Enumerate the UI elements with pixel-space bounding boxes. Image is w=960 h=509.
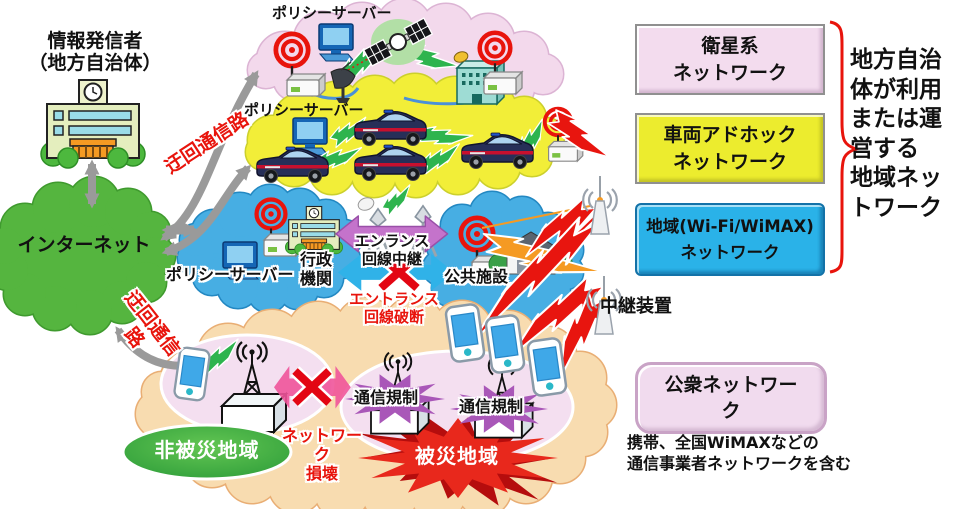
public-facility-label: 公共施設 bbox=[444, 267, 509, 286]
legend-satellite-network: 衛星系 ネットワーク bbox=[635, 24, 825, 95]
smartphone-icon bbox=[483, 313, 527, 375]
gov-agency-label: 行政 機関 bbox=[299, 250, 332, 288]
non-disaster-ellipse bbox=[121, 423, 293, 481]
legend-public-network: 公衆ネットワー ク bbox=[635, 362, 827, 434]
regulation-label-1: 通信規制 bbox=[354, 388, 419, 407]
satellite-dish-icon bbox=[330, 61, 356, 103]
regulation-label-2: 通信規制 bbox=[459, 397, 524, 416]
policy-server-regional-label: ポリシーサーバー bbox=[166, 265, 294, 284]
policy-server-vehicle-label: ポリシーサーバー bbox=[244, 101, 364, 119]
network-damage-label: ネットワーク 損壊 bbox=[281, 426, 362, 483]
x-mark-icon bbox=[376, 251, 422, 293]
smartphone-icon bbox=[443, 302, 487, 364]
relay-antenna-icon bbox=[582, 174, 618, 236]
public-network-note: 携帯、全国WiMAXなどの 通信事業者ネットワークを含む bbox=[627, 433, 852, 473]
legend-brace bbox=[829, 20, 861, 274]
satellite-cloud-icons bbox=[276, 17, 523, 106]
satellite-icon bbox=[362, 17, 434, 67]
internet-label: インターネット bbox=[17, 234, 151, 256]
legend-regional-network: 地域(Wi-Fi/WiMAX) ネットワーク bbox=[635, 203, 825, 276]
access-point-icon bbox=[483, 71, 523, 95]
x-mark-icon bbox=[290, 366, 334, 408]
info-sender-label: 情報発信者 （地方自治体） bbox=[28, 30, 162, 75]
non-disaster-label: 非被災地域 bbox=[154, 438, 260, 462]
entrance-relay-label: エンランス 回線中継 bbox=[354, 232, 430, 268]
entrance-break-label: エントランス 回線破断 bbox=[349, 290, 439, 326]
smartphone-icon bbox=[525, 336, 569, 398]
arrow-internet-vehicle bbox=[161, 164, 252, 256]
computer-icon bbox=[318, 23, 355, 62]
relay-device-label: 中継装置 bbox=[600, 296, 672, 317]
disaster-label: 被災地域 bbox=[415, 444, 499, 468]
municipal-note: 地方自治 体が利用 または運 営する 地域ネッ トワーク bbox=[850, 47, 942, 221]
access-point-icon bbox=[286, 73, 326, 97]
public-cloud-icons bbox=[121, 302, 569, 509]
policy-server-satellite-label: ポリシーサーバー bbox=[272, 4, 392, 22]
legend-vehicle-network: 車両アドホック ネットワーク bbox=[635, 113, 825, 184]
municipal-building-icon bbox=[40, 79, 146, 169]
